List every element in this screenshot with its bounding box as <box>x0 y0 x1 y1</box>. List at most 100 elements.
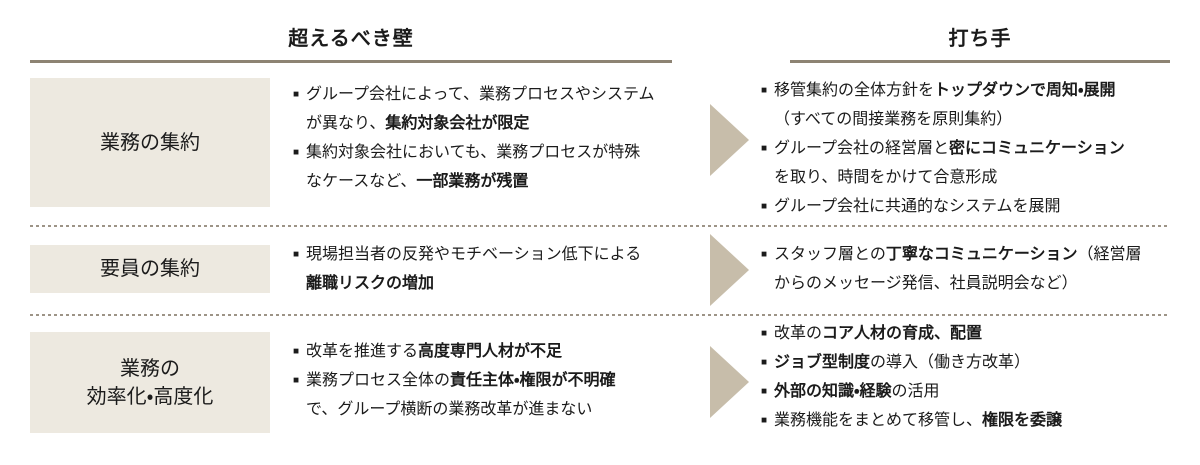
text-run: 高度専門人材が不足 <box>418 343 563 360</box>
bullet-item: ■ 改革のコア人材の育成、配置 <box>761 319 1197 348</box>
bullet-item: ■ グループ会社の経営層と密にコミュニケーションを取り、時間をかけて合意形成 <box>761 134 1197 192</box>
text-run: スタッフ層との <box>774 246 886 263</box>
bullet-square-icon: ■ <box>293 375 300 386</box>
label-text: 業務の <box>120 357 180 380</box>
bullet-line: ■ 移管集約の全体方針をトップダウンで周知・展開 <box>761 76 1197 105</box>
text-run: コア人材の育成、配置 <box>822 325 983 342</box>
bullet-line: ■ 集約対象会社においても、業務プロセスが特殊 <box>293 138 697 167</box>
bullet-item: ■ 移管集約の全体方針をトップダウンで周知・展開 （すべての間接業務を原則集約） <box>761 76 1197 134</box>
bullet-line: を取り、時間をかけて合意形成 <box>761 163 1197 192</box>
arrow-right-icon <box>710 234 749 306</box>
bullet-line: （すべての間接業務を原則集約） <box>761 105 1197 134</box>
bullet-item: ■ スタッフ層との丁寧なコミュニケーション（経営層からのメッセージ発信、社員説明会… <box>761 240 1197 298</box>
text-run: 権限を委譲 <box>982 412 1063 429</box>
text-run: 一部業務が残置 <box>416 173 529 190</box>
text-run: 外部の知識・経験 <box>774 383 892 400</box>
label-box-efficiency-sophistication: 業務の 効率化・高度化 <box>30 332 270 433</box>
bullet-square-icon: ■ <box>761 201 768 212</box>
text-run: 密にコミュニケーション <box>949 140 1125 157</box>
text-run: 集約対象会社が限定 <box>385 115 530 132</box>
label-box-business-consolidation: 業務の集約 <box>30 78 270 207</box>
bullet-line: ■ 改革を推進する高度専門人材が不足 <box>293 337 697 366</box>
bullet-line: ■ グループ会社の経営層と密にコミュニケーション <box>761 134 1197 163</box>
text-run: ジョブ型制度 <box>774 354 871 371</box>
bullet-line: が異なり、集約対象会社が限定 <box>293 109 697 138</box>
bullet-item: ■グループ会社によって、業務プロセスやシステムが異なり、集約対象会社が限定 <box>293 80 697 138</box>
text-run: （経営層 <box>1077 246 1142 263</box>
bullet-square-icon: ■ <box>761 85 768 96</box>
text-run: グループ会社によって、業務プロセスやシステム <box>306 86 655 103</box>
bullet-line: ■ グループ会社によって、業務プロセスやシステム <box>293 80 697 109</box>
text-run: （すべての間接業務を原則集約） <box>774 111 1013 128</box>
bullet-item: ■ 現場担当者の反発やモチベーション低下による離職リスクの増加 <box>293 240 697 298</box>
text-run: の活用 <box>891 383 940 400</box>
walls-list-row1: ■グループ会社によって、業務プロセスやシステムが異なり、集約対象会社が限定■集約… <box>293 80 697 196</box>
measures-list-row1: ■ 移管集約の全体方針をトップダウンで周知・展開 （すべての間接業務を原則集約） ■ グ… <box>761 76 1197 221</box>
label-text: 要員の集約 <box>100 258 200 280</box>
bullet-item: ■業務プロセス全体の責任主体・権限が不明確で、グループ横断の業務改革が進まない <box>293 366 697 424</box>
text-run: なケースなど、 <box>306 173 417 190</box>
bullet-line: ■ グループ会社に共通的なシステムを展開 <box>761 192 1197 221</box>
walls-list-row2: ■ 現場担当者の反発やモチベーション低下による離職リスクの増加 <box>293 240 697 298</box>
bullet-line: で、グループ横断の業務改革が進まない <box>293 395 697 424</box>
text-run: グループ会社の経営層と <box>774 140 950 157</box>
measures-list-row2: ■ スタッフ層との丁寧なコミュニケーション（経営層からのメッセージ発信、社員説明会… <box>761 240 1197 298</box>
walls-list-row3: ■改革を推進する高度専門人材が不足■業務プロセス全体の責任主体・権限が不明確で、… <box>293 337 697 424</box>
dotted-separator <box>30 314 1170 316</box>
header-measures-rule <box>790 60 1170 63</box>
bullet-line: なケースなど、一部業務が残置 <box>293 167 697 196</box>
bullet-line: ■ 現場担当者の反発やモチベーション低下による <box>293 240 697 269</box>
bullet-line: からのメッセージ発信、社員説明会など） <box>761 269 1197 298</box>
measures-list-row3: ■ 改革のコア人材の育成、配置 ■ ジョブ型制度の導入（働き方改革） ■ 外部の知識・経験… <box>761 319 1197 435</box>
text-run: の導入（働き方改革） <box>870 354 1031 371</box>
bullet-item: ■ グループ会社に共通的なシステムを展開 <box>761 192 1197 221</box>
dotted-separator <box>30 225 1170 227</box>
text-run: 離職リスクの増加 <box>306 275 435 292</box>
bullet-item: ■集約対象会社においても、業務プロセスが特殊なケースなど、一部業務が残置 <box>293 138 697 196</box>
bullet-square-icon: ■ <box>761 357 768 368</box>
bullet-square-icon: ■ <box>761 386 768 397</box>
bullet-item: ■ 業務機能をまとめて移管し、権限を委譲 <box>761 406 1197 435</box>
bullet-square-icon: ■ <box>293 249 300 260</box>
header-walls-title: 超えるべき壁 <box>288 28 414 50</box>
text-run: を取り、時間をかけて合意形成 <box>774 169 998 186</box>
text-run: で、グループ横断の業務改革が進まない <box>306 401 593 418</box>
text-run: からのメッセージ発信、社員説明会など） <box>774 275 1078 292</box>
bullet-square-icon: ■ <box>293 346 300 357</box>
header-measures-title: 打ち手 <box>948 28 1012 50</box>
bullet-item: ■ 外部の知識・経験の活用 <box>761 377 1197 406</box>
text-run: が異なり、 <box>306 115 386 132</box>
text-run: 業務プロセス全体の <box>306 372 451 389</box>
text-run: 丁寧なコミュニケーション <box>885 246 1078 263</box>
label-box-personnel-consolidation: 要員の集約 <box>30 245 270 293</box>
text-run: グループ会社に共通的なシステムを展開 <box>774 198 1061 215</box>
header-walls-rule <box>30 60 672 63</box>
arrow-right-icon <box>710 346 749 418</box>
text-run: 現場担当者の反発やモチベーション低下による <box>306 246 642 263</box>
bullet-item: ■ ジョブ型制度の導入（働き方改革） <box>761 348 1197 377</box>
bullet-line: 離職リスクの増加 <box>293 269 697 298</box>
text-run: 業務機能をまとめて移管し、 <box>774 412 983 429</box>
bullet-square-icon: ■ <box>293 89 300 100</box>
bullet-line: ■ 外部の知識・経験の活用 <box>761 377 1197 406</box>
bullet-line: ■ ジョブ型制度の導入（働き方改革） <box>761 348 1197 377</box>
text-run: 改革の <box>774 325 823 342</box>
text-run: 集約対象会社においても、業務プロセスが特殊 <box>306 144 641 161</box>
bullet-line: ■業務プロセス全体の責任主体・権限が不明確 <box>293 366 697 395</box>
bullet-line: ■ スタッフ層との丁寧なコミュニケーション（経営層 <box>761 240 1197 269</box>
bullet-line: ■ 業務機能をまとめて移管し、権限を委譲 <box>761 406 1197 435</box>
bullet-square-icon: ■ <box>761 143 768 154</box>
bullet-line: ■ 改革のコア人材の育成、配置 <box>761 319 1197 348</box>
label-text: 業務の集約 <box>100 131 200 154</box>
bullet-item: ■ 改革を推進する高度専門人材が不足 <box>293 337 697 366</box>
bullet-square-icon: ■ <box>761 415 768 426</box>
label-text: 効率化・高度化 <box>86 385 214 408</box>
bullet-square-icon: ■ <box>293 147 300 158</box>
text-run: 改革を推進する <box>306 343 419 360</box>
text-run: トップダウンで周知・展開 <box>934 82 1116 99</box>
text-run: 移管集約の全体方針を <box>774 82 935 99</box>
arrow-right-icon <box>710 104 749 176</box>
bullet-square-icon: ■ <box>761 249 768 260</box>
bullet-square-icon: ■ <box>761 328 768 339</box>
